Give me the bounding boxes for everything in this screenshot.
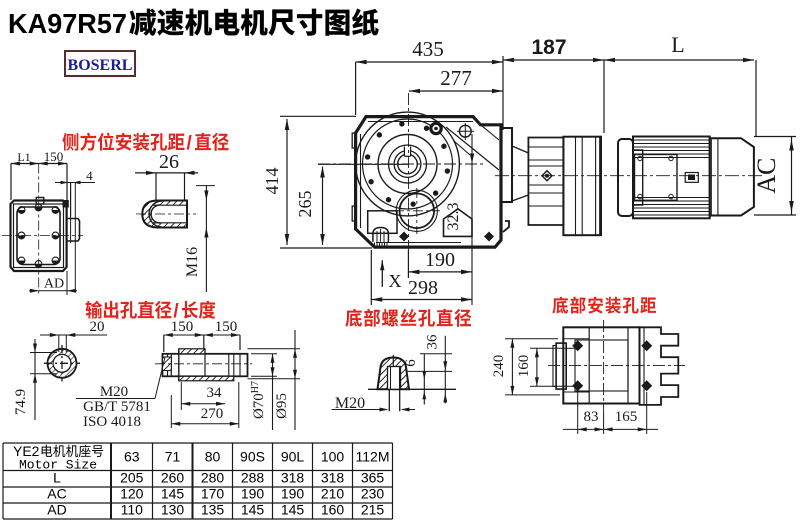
svg-text:112M: 112M bbox=[356, 449, 390, 465]
svg-text:165: 165 bbox=[615, 409, 638, 425]
svg-text:288: 288 bbox=[241, 470, 265, 486]
svg-text:L: L bbox=[671, 32, 684, 57]
svg-text:M20: M20 bbox=[100, 384, 128, 400]
svg-text:34: 34 bbox=[207, 385, 223, 401]
svg-text:145: 145 bbox=[241, 502, 265, 518]
svg-text:298: 298 bbox=[408, 277, 438, 299]
svg-text:83: 83 bbox=[584, 409, 599, 425]
svg-text:36: 36 bbox=[424, 334, 440, 350]
svg-text:80: 80 bbox=[205, 449, 221, 465]
svg-text:190: 190 bbox=[241, 486, 265, 502]
svg-text:AC: AC bbox=[47, 486, 66, 502]
svg-text:435: 435 bbox=[412, 37, 444, 61]
svg-text:318: 318 bbox=[321, 470, 345, 486]
svg-text:130: 130 bbox=[161, 502, 185, 518]
svg-text:BOSERL: BOSERL bbox=[68, 57, 133, 74]
svg-text:/: / bbox=[173, 301, 179, 322]
svg-text:L: L bbox=[53, 470, 61, 486]
svg-text:GB/T 5781: GB/T 5781 bbox=[83, 399, 151, 415]
svg-text:230: 230 bbox=[361, 486, 385, 502]
svg-text:190: 190 bbox=[425, 249, 455, 271]
svg-text:187: 187 bbox=[531, 36, 566, 59]
svg-text:150: 150 bbox=[215, 319, 238, 335]
svg-text:260: 260 bbox=[161, 470, 185, 486]
svg-text:20: 20 bbox=[90, 319, 105, 335]
svg-text:145: 145 bbox=[281, 502, 305, 518]
svg-text:M20: M20 bbox=[335, 395, 365, 412]
svg-text:90S: 90S bbox=[240, 449, 265, 465]
svg-text:26: 26 bbox=[159, 151, 179, 173]
svg-text:170: 170 bbox=[201, 486, 225, 502]
svg-text:280: 280 bbox=[201, 470, 225, 486]
svg-text:Motor Size: Motor Size bbox=[19, 458, 97, 473]
svg-text:63: 63 bbox=[124, 449, 140, 465]
svg-text:210: 210 bbox=[321, 486, 345, 502]
svg-text:74.9: 74.9 bbox=[13, 389, 29, 415]
svg-text:265: 265 bbox=[295, 191, 315, 218]
svg-text:240: 240 bbox=[491, 355, 507, 378]
svg-text:32.3: 32.3 bbox=[445, 203, 462, 231]
svg-text:120: 120 bbox=[120, 486, 144, 502]
svg-text:215: 215 bbox=[361, 502, 385, 518]
svg-text:Ø95: Ø95 bbox=[274, 393, 290, 419]
svg-text:/: / bbox=[187, 133, 193, 154]
svg-text:6: 6 bbox=[403, 359, 419, 367]
svg-text:4: 4 bbox=[86, 168, 93, 183]
svg-text:L1: L1 bbox=[17, 150, 30, 164]
svg-text:277: 277 bbox=[440, 66, 472, 90]
svg-text:X: X bbox=[389, 271, 402, 291]
svg-text:YE2: YE2 bbox=[13, 443, 40, 459]
svg-text:110: 110 bbox=[121, 502, 144, 518]
svg-text:365: 365 bbox=[361, 470, 385, 486]
svg-text:AD: AD bbox=[44, 277, 64, 292]
svg-text:M16: M16 bbox=[184, 247, 201, 277]
svg-text:135: 135 bbox=[201, 502, 225, 518]
svg-text:ISO 4018: ISO 4018 bbox=[83, 414, 141, 430]
svg-text:AC: AC bbox=[752, 158, 781, 194]
svg-text:190: 190 bbox=[281, 486, 305, 502]
svg-text:318: 318 bbox=[281, 470, 305, 486]
svg-text:90L: 90L bbox=[281, 449, 305, 465]
svg-text:100: 100 bbox=[321, 449, 345, 465]
svg-text:150: 150 bbox=[44, 149, 64, 164]
svg-text:414: 414 bbox=[262, 168, 282, 195]
svg-text:150: 150 bbox=[171, 319, 194, 335]
svg-text:KA97R57: KA97R57 bbox=[8, 8, 127, 39]
svg-text:145: 145 bbox=[161, 486, 185, 502]
svg-text:205: 205 bbox=[120, 470, 144, 486]
svg-text:160: 160 bbox=[321, 502, 345, 518]
svg-text:270: 270 bbox=[201, 406, 224, 422]
svg-text:71: 71 bbox=[165, 449, 181, 465]
svg-text:160: 160 bbox=[516, 355, 532, 378]
svg-text:AD: AD bbox=[47, 502, 66, 518]
